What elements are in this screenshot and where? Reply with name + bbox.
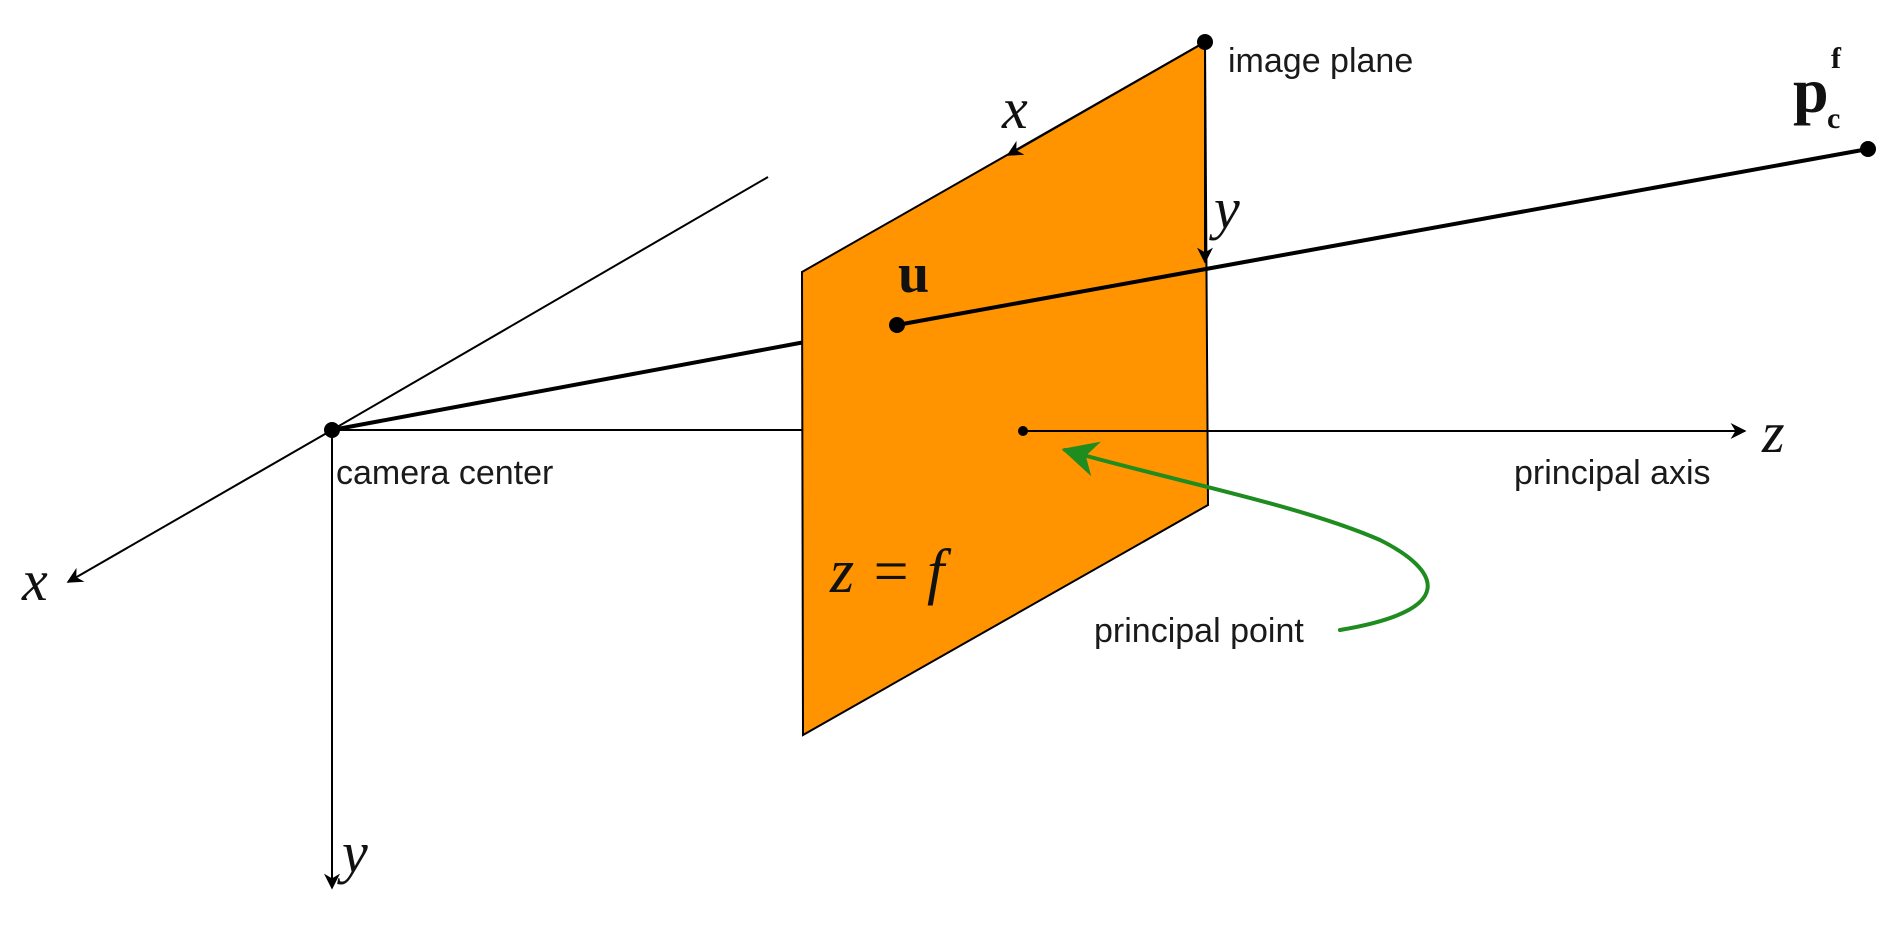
- camera-x-axis: [66, 429, 333, 583]
- plane-y-label: y: [1209, 176, 1240, 241]
- camera-y-label: y: [337, 820, 368, 885]
- principal-point-label: principal point: [1094, 612, 1304, 650]
- principal-axis-label: principal axis: [1514, 454, 1711, 492]
- u-point: [889, 317, 905, 333]
- axis-z-label: z: [1761, 400, 1785, 465]
- plane-x-label: x: [1001, 76, 1028, 141]
- world-point: [1860, 141, 1876, 157]
- projection-ray-back: [331, 340, 806, 432]
- camera-x-label: x: [21, 548, 48, 613]
- projection-ray-front: [896, 147, 1869, 327]
- principal-point-dot: [1018, 426, 1028, 436]
- camera-center-label: camera center: [336, 454, 553, 492]
- world-point-superscript-label: f: [1831, 42, 1842, 75]
- principal-point-annotation-arrow: [1061, 441, 1430, 632]
- world-point-subscript-label: c: [1827, 102, 1840, 135]
- image-plane-label: image plane: [1228, 42, 1413, 80]
- plane-equation-label: z = f: [829, 538, 952, 606]
- world-point-base-label: p: [1793, 55, 1829, 126]
- u-label: u: [898, 243, 929, 305]
- camera-x-axis-back-line: [331, 176, 769, 431]
- camera-center-dot: [324, 422, 340, 438]
- plane-x-axis: [1006, 41, 1206, 156]
